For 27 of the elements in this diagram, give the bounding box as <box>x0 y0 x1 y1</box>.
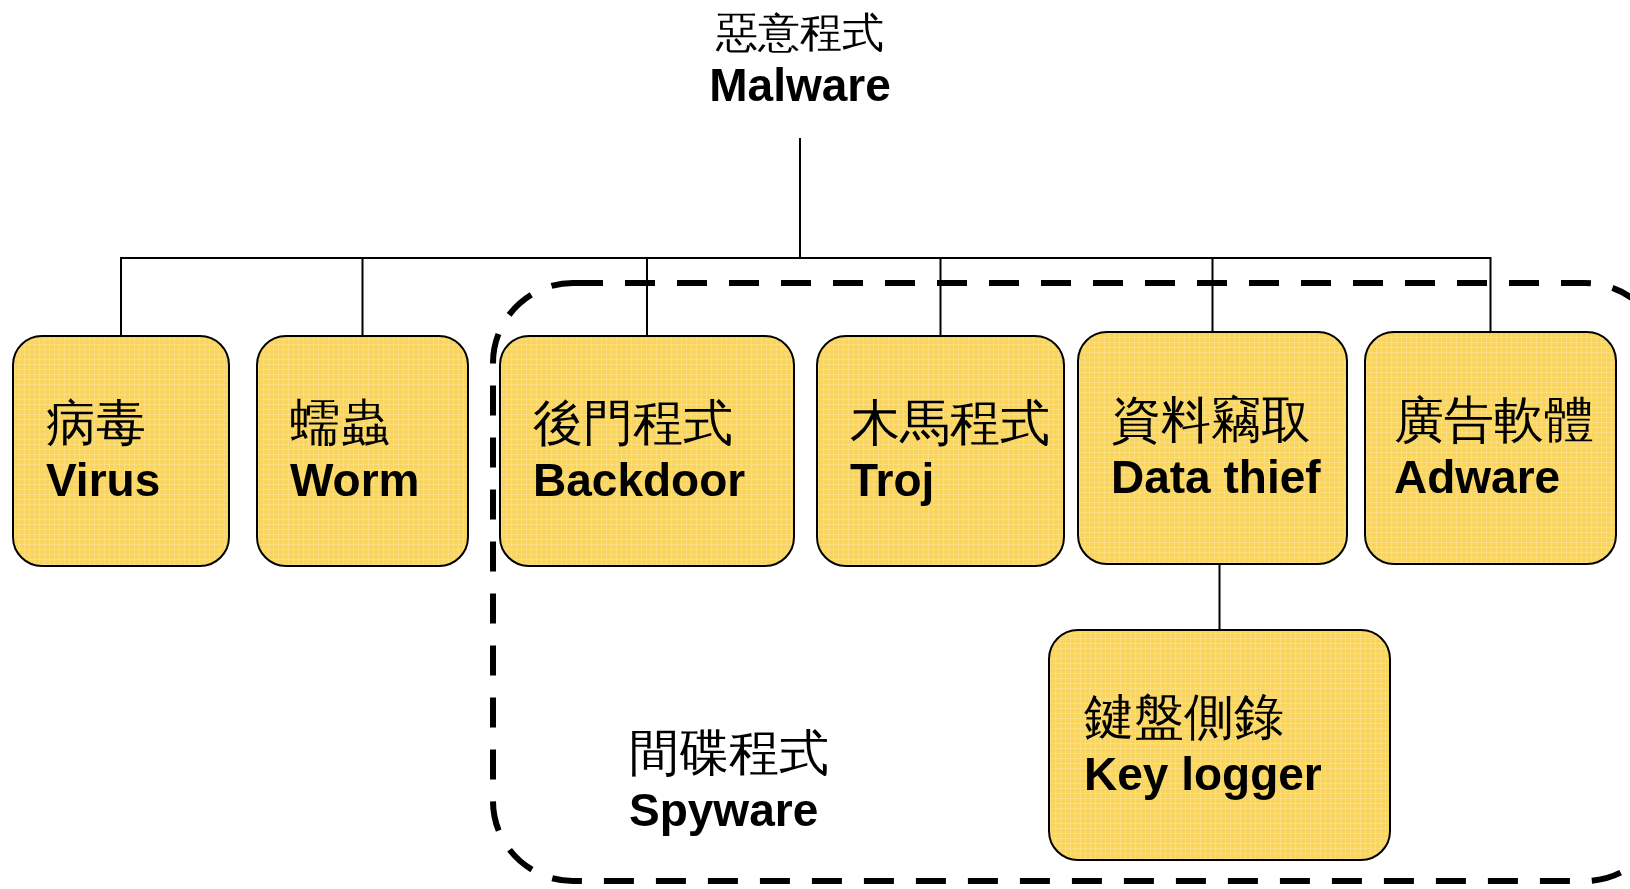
category-box <box>499 335 795 567</box>
category-box <box>256 335 469 567</box>
category-label: Virus <box>46 453 162 509</box>
category-label: Adware <box>1394 450 1562 506</box>
category-label: 間碟程式 <box>629 723 829 783</box>
category-box <box>1077 331 1348 565</box>
category-label: 蠕蟲 <box>290 393 391 454</box>
category-label: 惡意程式 <box>716 8 884 59</box>
connector-line <box>1218 564 1221 630</box>
category-label: 鍵盤側錄 <box>1084 687 1285 748</box>
category-label: 後門程式 <box>533 393 734 454</box>
category-box <box>12 335 230 567</box>
category-label: 病毒 <box>46 393 147 454</box>
category-box <box>1364 331 1617 565</box>
category-label: Troj <box>850 453 936 509</box>
category-label: Spyware <box>629 783 820 838</box>
category-label: 廣告軟體 <box>1394 390 1595 451</box>
category-box <box>1048 629 1391 861</box>
category-label: Malware <box>709 58 891 114</box>
category-label: Data thief <box>1111 450 1322 506</box>
category-label: 資料竊取 <box>1111 390 1312 451</box>
category-label: Backdoor <box>533 453 747 509</box>
category-label: Worm <box>290 453 421 509</box>
category-box <box>816 335 1065 567</box>
category-label: Key logger <box>1084 747 1323 803</box>
category-label: 木馬程式 <box>850 393 1051 454</box>
connector-line <box>799 137 1492 332</box>
